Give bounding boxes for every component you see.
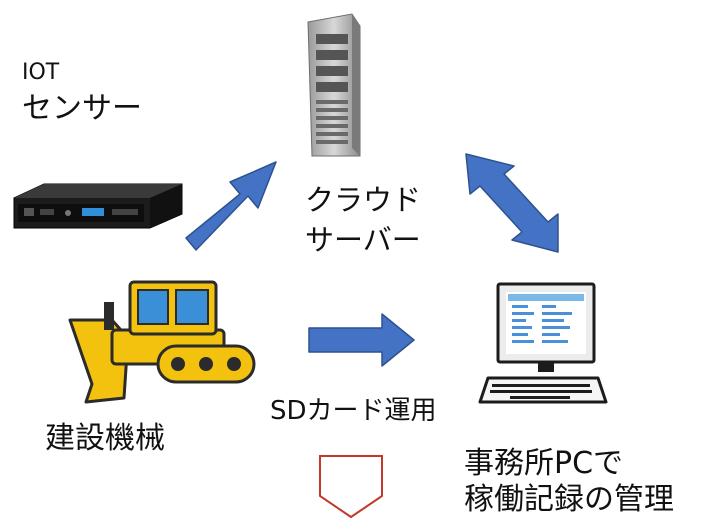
office-pc-label-line1: 事務所PCで	[464, 446, 624, 481]
cloud-label-line2: サーバー	[305, 223, 421, 257]
office-pc-label-line2: 稼働記録の管理	[464, 482, 674, 517]
down-marker-shape	[319, 455, 383, 519]
sensor-label: センサー	[22, 91, 142, 126]
construction-machine-icon	[68, 280, 256, 404]
construction-machine-label: 建設機械	[45, 421, 165, 456]
sd-card-label: SDカード運用	[270, 396, 437, 426]
iot-label: IOT	[22, 60, 60, 85]
upload-arrow	[185, 161, 277, 251]
cloud-label-line1: クラウド	[305, 183, 422, 217]
sensor-device-icon	[13, 183, 183, 229]
sync-double-arrow	[465, 153, 559, 253]
office-pc-icon	[478, 282, 608, 404]
sd-card-arrow	[308, 313, 415, 367]
cloud-server-icon	[307, 13, 361, 157]
